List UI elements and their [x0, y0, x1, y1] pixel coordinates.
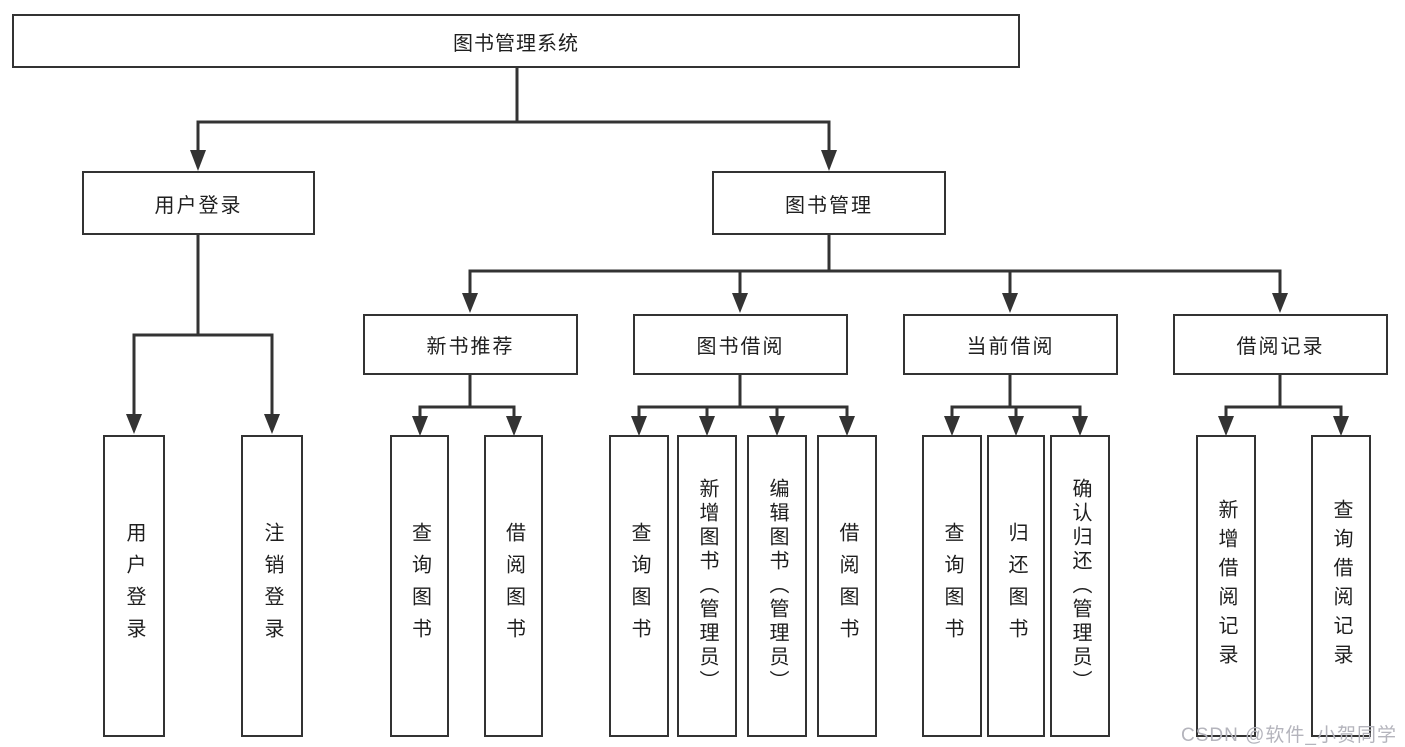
csdn-watermark: CSDN @软件_小贺同学	[1181, 725, 1397, 746]
leaf-label: 新增借阅记录	[1215, 499, 1237, 673]
leaf-label: 新增图书（管理员）	[696, 478, 718, 694]
leaf-query-books-current: 查询图书	[922, 435, 982, 737]
edge-current-borrowing-to-leaves	[944, 375, 1088, 436]
leaf-query-borrow-record: 查询借阅记录	[1311, 435, 1371, 737]
node-label: 图书管理系统	[453, 32, 579, 55]
node-book-borrowing: 图书借阅	[633, 314, 848, 375]
leaf-label: 归还图书	[1005, 522, 1027, 650]
leaf-label: 查询图书	[941, 522, 963, 650]
leaf-borrow-books-recommend: 借阅图书	[484, 435, 543, 737]
leaf-label: 用户登录	[123, 522, 145, 650]
edge-root-to-level2	[190, 68, 837, 171]
leaf-user-login: 用户登录	[103, 435, 165, 737]
leaf-query-books-borrowing: 查询图书	[609, 435, 669, 737]
leaf-logout-login: 注销登录	[241, 435, 303, 737]
node-borrowing-records: 借阅记录	[1173, 314, 1388, 375]
leaf-add-books-admin: 新增图书（管理员）	[677, 435, 737, 737]
leaf-label: 查询图书	[408, 522, 431, 650]
edge-borrowing-records-to-leaves	[1218, 375, 1349, 436]
node-label: 借阅记录	[1236, 336, 1325, 358]
leaf-label: 编辑图书（管理员）	[766, 478, 788, 694]
node-root-library-management-system: 图书管理系统	[12, 14, 1020, 68]
node-label: 新书推荐	[426, 336, 515, 358]
edge-user-login-to-leaves	[126, 235, 280, 434]
node-book-management: 图书管理	[712, 171, 946, 235]
edge-new-book-recommend-to-leaves	[412, 375, 522, 436]
node-user-login: 用户登录	[82, 171, 315, 235]
leaf-borrow-books-borrowing: 借阅图书	[817, 435, 877, 737]
edge-book-management-to-level3	[462, 235, 1288, 313]
leaf-return-books: 归还图书	[987, 435, 1045, 737]
node-label: 图书管理	[785, 194, 873, 217]
leaf-edit-books-admin: 编辑图书（管理员）	[747, 435, 807, 737]
leaf-label: 借阅图书	[502, 522, 525, 650]
leaf-label: 借阅图书	[836, 522, 858, 650]
leaf-confirm-return-admin: 确认归还（管理员）	[1050, 435, 1110, 737]
leaf-label: 注销登录	[261, 522, 283, 650]
leaf-label: 查询图书	[628, 522, 650, 650]
node-label: 当前借阅	[966, 336, 1055, 358]
node-new-book-recommend: 新书推荐	[363, 314, 578, 375]
leaf-query-books-recommend: 查询图书	[390, 435, 449, 737]
leaf-add-borrow-record: 新增借阅记录	[1196, 435, 1256, 737]
node-label: 用户登录	[154, 194, 243, 217]
leaf-label: 查询借阅记录	[1330, 499, 1352, 673]
leaf-label: 确认归还（管理员）	[1069, 478, 1091, 694]
node-label: 图书借阅	[696, 336, 785, 358]
node-current-borrowing: 当前借阅	[903, 314, 1118, 375]
edge-book-borrowing-to-leaves	[631, 375, 855, 436]
